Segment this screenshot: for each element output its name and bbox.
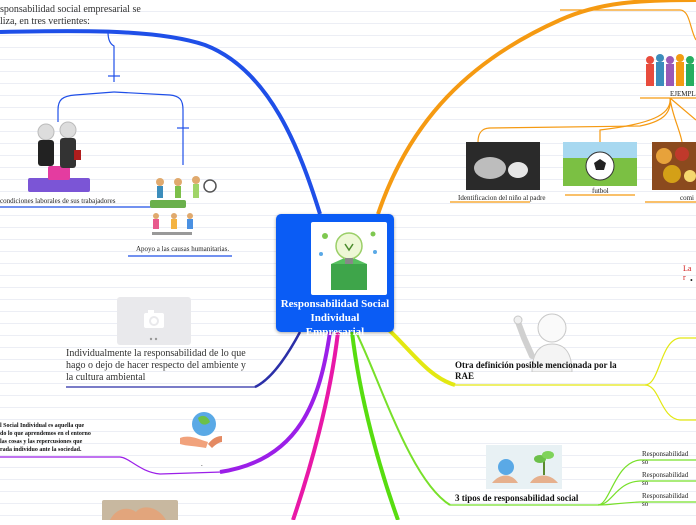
social-individual-text: l Social Individual es aquella que do lo… [0, 423, 91, 453]
soccer-ball-icon [563, 142, 637, 181]
top-left-text: sponsabilidad social empresarial se liza… [0, 4, 141, 27]
bullet-marker: • [690, 276, 693, 285]
orange-branch-line [376, 0, 696, 215]
people-group-image [644, 52, 696, 88]
camera-icon [144, 310, 164, 341]
resp-item-3: Responsabilidad so [642, 492, 689, 508]
central-topic-title: Responsabilidad Social Individual Empres… [280, 298, 390, 338]
workers-label: condiciones laborales de sus trabajadore… [0, 197, 116, 205]
businesspeople-icon [28, 121, 90, 192]
purple-branch-line [219, 331, 332, 474]
people-helping-icon [150, 176, 217, 235]
magenta-branch-line [291, 331, 340, 520]
comida-label: comi [680, 194, 694, 202]
globe-in-hands-icon [180, 412, 222, 448]
blue-branch-line [0, 29, 322, 215]
people-group-icon [646, 54, 694, 86]
otra-definicion-text: Otra definición posible mencionada por l… [455, 360, 617, 381]
food-image [652, 142, 696, 190]
food-icon [656, 147, 696, 183]
plant-in-hands-icon [486, 445, 562, 489]
humanitarian-label: Apoyo a las causas humanitarias. [136, 245, 230, 253]
dot-label: . [201, 460, 203, 468]
workers-image [28, 120, 90, 192]
fist-bump-image [466, 142, 540, 190]
central-image [311, 222, 387, 295]
individual-text: Individualmente la responsabilidad de lo… [66, 348, 246, 383]
fist-bump-icon [474, 157, 528, 179]
thinking-person-image [506, 310, 580, 373]
person-thinking-icon [513, 313, 573, 373]
soccer-image [563, 142, 637, 186]
ejemplos-label: EJEMPL [670, 90, 696, 98]
resp-item-2: Responsabilidad so [642, 471, 689, 487]
hands-globe-image [178, 408, 224, 450]
hands-icon [110, 507, 166, 520]
la-fragment-text: La r [683, 264, 692, 282]
tres-tipos-text: 3 tipos de responsabilidad social [455, 493, 579, 503]
humanitarian-image [144, 172, 230, 240]
green-branch-line [350, 331, 400, 520]
lightbulb-icon [319, 231, 377, 290]
bottom-image-fragment [102, 500, 178, 520]
resp-item-1: Responsabilidad so [642, 450, 689, 466]
hands-plants-image [486, 445, 562, 489]
identificacion-label: Identificacion del niño al padre [458, 194, 546, 202]
futbol-label: futbol [592, 187, 609, 195]
image-placeholder[interactable] [117, 297, 191, 345]
central-topic[interactable]: Responsabilidad Social Individual Empres… [276, 214, 394, 338]
